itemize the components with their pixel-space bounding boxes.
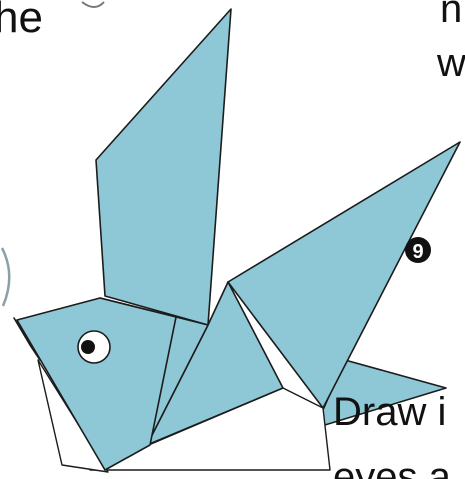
text-fragment-top-left: he bbox=[0, 0, 43, 42]
text-fragment-bottom-line1: Draw i bbox=[333, 390, 446, 434]
text-fragment-top-right-line1: n bbox=[440, 0, 462, 31]
upper-wing bbox=[96, 9, 231, 325]
text-fragment-bottom-line2: eyes a bbox=[333, 455, 452, 479]
curve-mark bbox=[82, 2, 104, 7]
step-number: 9 bbox=[412, 241, 423, 263]
left-circle-arc bbox=[2, 248, 9, 306]
eye-pupil bbox=[81, 340, 95, 354]
text-fragment-top-right-line2: w bbox=[436, 41, 465, 85]
